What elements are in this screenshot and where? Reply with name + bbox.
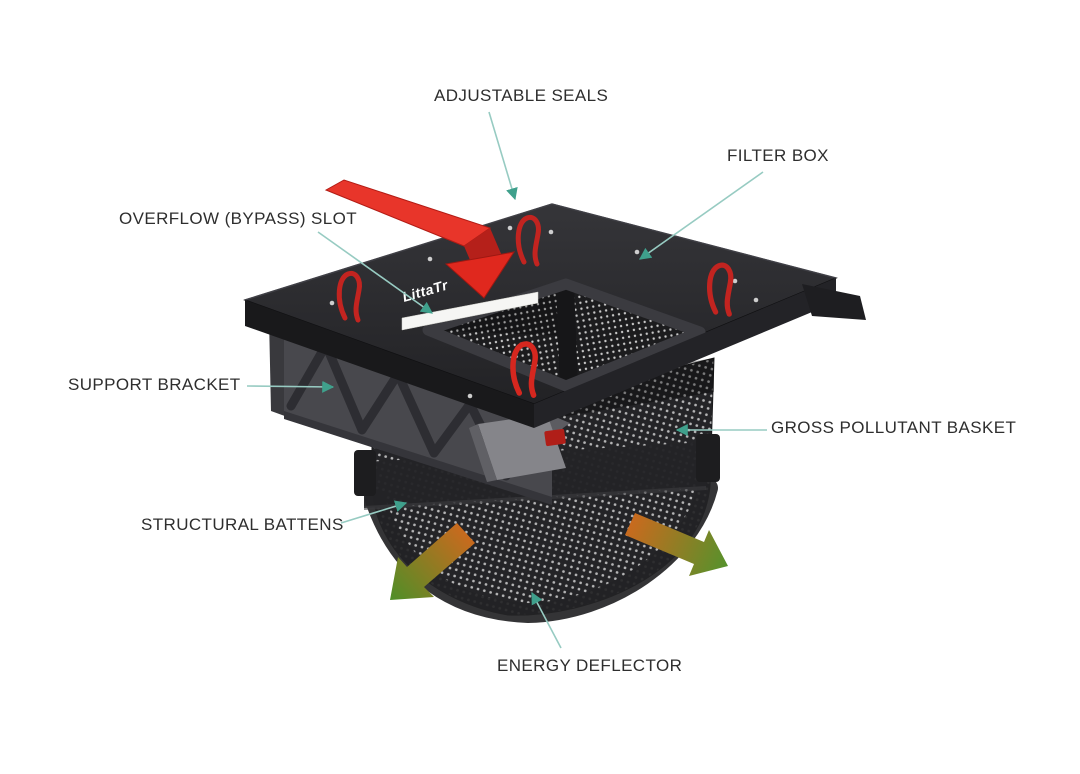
outflow-arrow-right: [625, 513, 728, 576]
label-adjustable-seals: ADJUSTABLE SEALS: [434, 86, 609, 105]
overflow-bypass-slot-part: [401, 291, 539, 331]
leader-support-bracket: [246, 380, 335, 393]
seal-strap-right: [707, 262, 734, 317]
seal-strap-top: [515, 214, 541, 267]
label-support-bracket: SUPPORT BRACKET: [68, 375, 241, 394]
leader-lines: [246, 111, 767, 649]
outflow-arrow-left: [390, 523, 475, 600]
inflow-arrow-head: [444, 251, 516, 299]
leader-adjustable-seals: [488, 111, 518, 201]
label-structural-battens: STRUCTURAL BATTENS: [141, 515, 344, 534]
outlet-flange: [802, 284, 866, 320]
inner-chute: [469, 414, 566, 482]
frame-left-face: [245, 300, 534, 428]
leader-structural-battens: [340, 500, 408, 524]
filter-box-frame: LittaTr: [243, 203, 866, 428]
corner-post: [556, 284, 578, 390]
frame-right-face: [534, 278, 836, 428]
adjustable-seal-straps: [336, 214, 734, 398]
label-overflow-bypass-slot: OVERFLOW (BYPASS) SLOT: [119, 209, 358, 228]
inflow-arrow: [324, 179, 516, 299]
seal-clip: [544, 428, 566, 447]
label-gross-pollutant-basket: GROSS POLLUTANT BASKET: [771, 418, 1017, 437]
leader-energy-deflector: [531, 591, 562, 649]
seal-strap-front: [510, 341, 538, 398]
seal-strap-left: [336, 270, 362, 323]
leader-overflow-slot: [317, 231, 433, 314]
label-filter-box: FILTER BOX: [727, 146, 829, 165]
label-energy-deflector: ENERGY DEFLECTOR: [497, 656, 683, 675]
frame-screws: [329, 225, 759, 399]
leader-filter-box: [639, 171, 764, 260]
